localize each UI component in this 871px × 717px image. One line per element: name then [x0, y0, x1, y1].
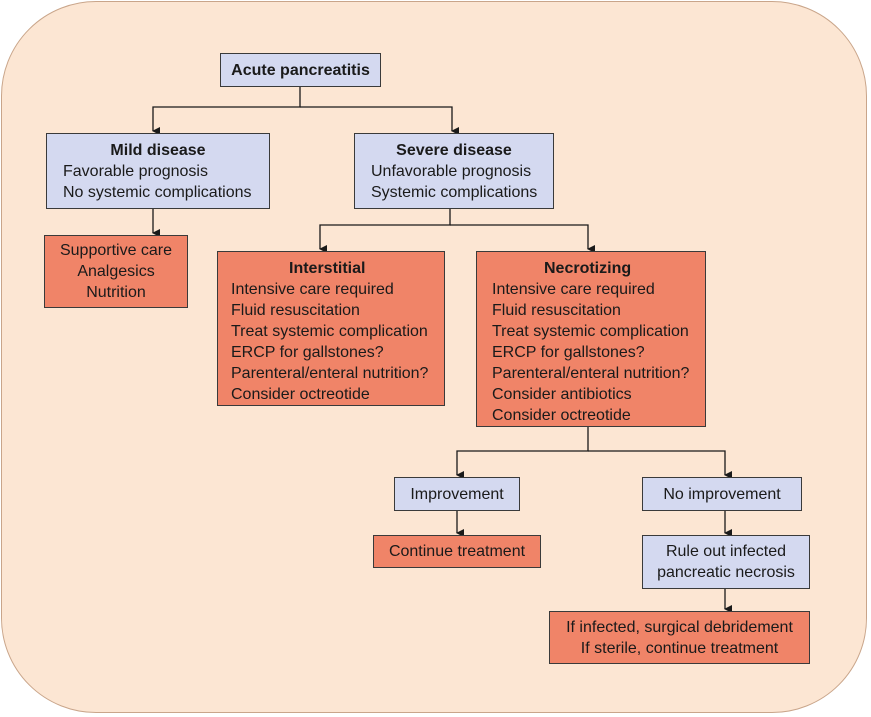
node-line: Treat systemic complication [492, 323, 689, 340]
edge-necrotizing-improvement [456, 427, 589, 479]
node-line: Parenteral/enteral nutrition? [492, 365, 690, 382]
node-continue-treatment: Continue treatment [373, 535, 541, 568]
edge-severe-interstitial [319, 209, 451, 253]
node-line: Improvement [410, 486, 504, 503]
edge-acute-mild [152, 87, 301, 135]
edge-necrotizing-no-improvement [588, 450, 732, 479]
node-line: Consider octreotide [231, 386, 370, 403]
node-line: Systemic complications [371, 184, 538, 201]
node-severe-disease: Severe disease Unfavorable prognosis Sys… [354, 133, 554, 209]
node-line: Continue treatment [388, 543, 526, 560]
node-line: Rule out infected [665, 543, 787, 560]
node-line: Treat systemic complication [231, 323, 428, 340]
node-line: Fluid resuscitation [231, 302, 360, 319]
node-title: Necrotizing [544, 260, 632, 277]
node-line: Intensive care required [492, 281, 655, 298]
node-line: Parenteral/enteral nutrition? [231, 365, 429, 382]
node-line: Analgesics [77, 263, 155, 280]
node-line: ERCP for gallstones? [231, 344, 384, 361]
node-line: Supportive care [59, 242, 173, 259]
node-line: Unfavorable prognosis [371, 163, 532, 180]
node-rule-out: Rule out infected pancreatic necrosis [642, 535, 810, 589]
node-infected-or-sterile: If infected, surgical debridement If ste… [549, 611, 810, 664]
node-mild-disease: Mild disease Favorable prognosis No syst… [46, 133, 270, 209]
node-supportive-care: Supportive care Analgesics Nutrition [44, 235, 188, 308]
edge-severe-necrotizing [450, 224, 595, 253]
node-line: Nutrition [86, 284, 146, 301]
node-no-improvement: No improvement [642, 477, 802, 511]
node-interstitial: Interstitial Intensive care required Flu… [217, 251, 445, 406]
node-acute-pancreatitis: Acute pancreatitis [220, 53, 381, 87]
node-line: No improvement [663, 486, 781, 503]
node-line: Consider antibiotics [492, 386, 632, 403]
edge-acute-severe [300, 106, 459, 135]
node-improvement: Improvement [394, 477, 520, 511]
node-necrotizing: Necrotizing Intensive care required Flui… [476, 251, 706, 427]
node-line: No systemic complications [63, 184, 252, 201]
node-line: If sterile, continue treatment [580, 640, 779, 657]
node-line: Intensive care required [231, 281, 394, 298]
node-line: If infected, surgical debridement [566, 619, 793, 636]
node-line: Fluid resuscitation [492, 302, 621, 319]
node-title: Mild disease [110, 142, 206, 159]
node-title: Interstitial [289, 260, 366, 277]
node-line: pancreatic necrosis [657, 564, 795, 581]
node-line: ERCP for gallstones? [492, 344, 645, 361]
node-line: Consider octreotide [492, 407, 631, 424]
node-title: Severe disease [396, 142, 512, 159]
node-title: Acute pancreatitis [231, 62, 370, 79]
node-line: Favorable prognosis [63, 163, 208, 180]
